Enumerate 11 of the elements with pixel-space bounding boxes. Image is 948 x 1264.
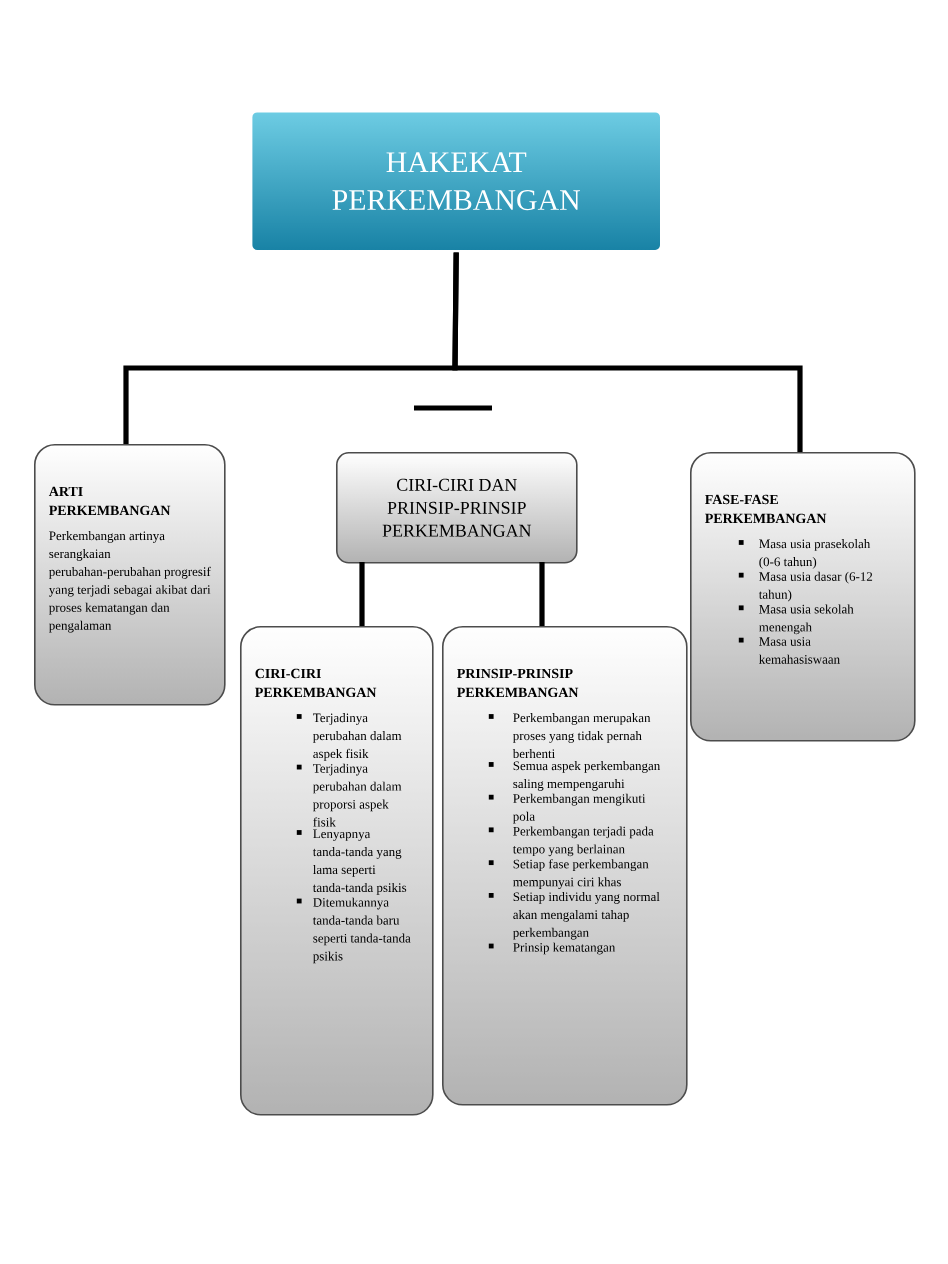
heading-text: CIRI-CIRI DAN PRINSIP-PRINSIP PERKEMBANGAN bbox=[382, 478, 532, 537]
title-text: HAKEKAT PERKEMBANGAN bbox=[332, 152, 580, 211]
rounded-box bbox=[336, 452, 578, 564]
rounded-box bbox=[240, 626, 434, 1116]
connector-line bbox=[539, 562, 545, 626]
title-box bbox=[250, 110, 663, 253]
connector-line bbox=[452, 252, 803, 452]
rounded-box bbox=[34, 444, 226, 706]
rounded-box bbox=[690, 452, 916, 742]
connector-line bbox=[359, 562, 365, 626]
rounded-box bbox=[442, 626, 688, 1106]
